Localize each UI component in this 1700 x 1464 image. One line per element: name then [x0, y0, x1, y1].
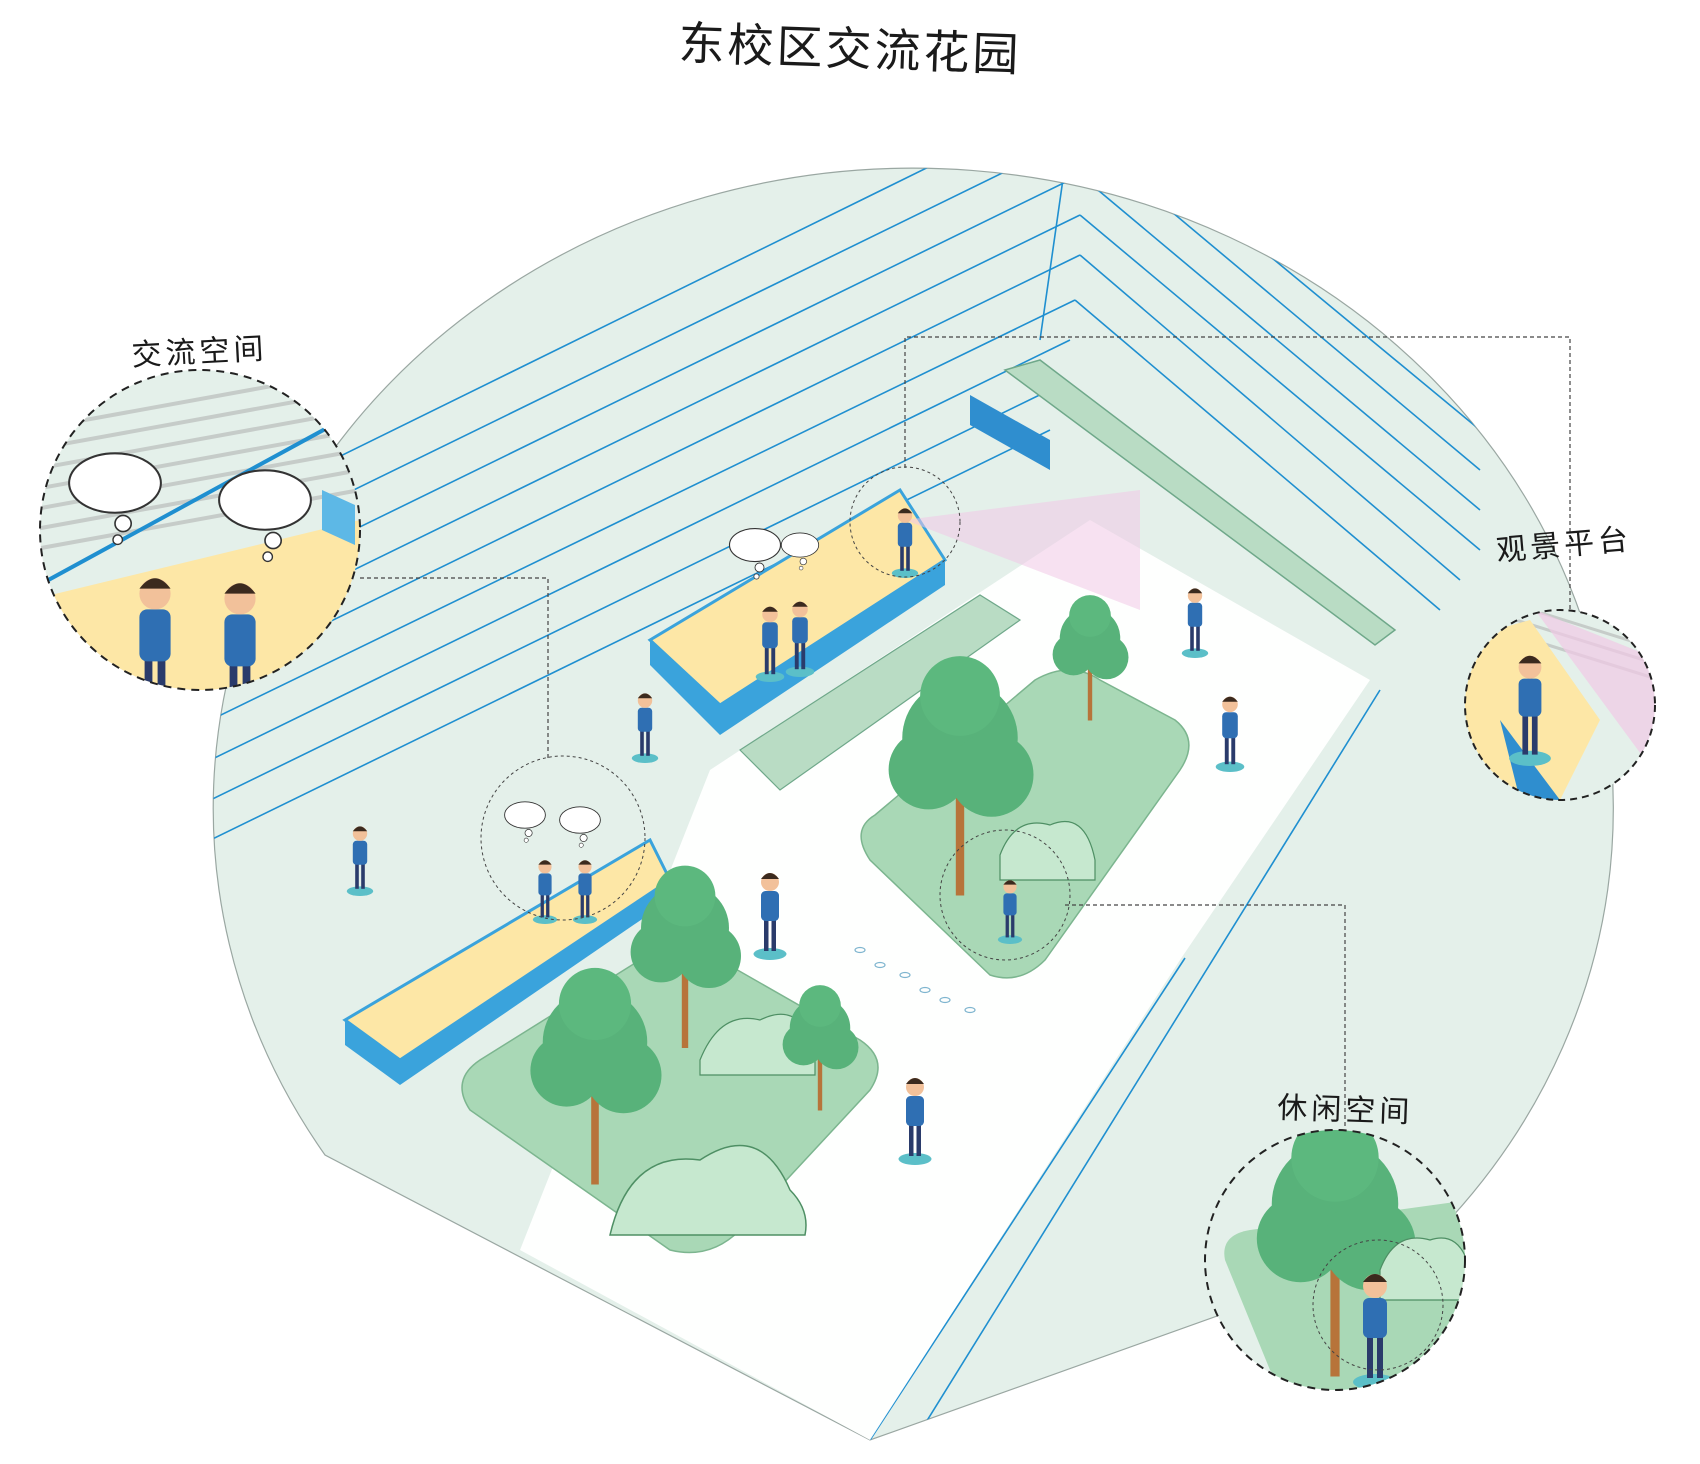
garden-bed-right [860, 669, 1190, 979]
callout-communication [39, 369, 361, 691]
leader-lines [360, 336, 1571, 1128]
upper-planter [1003, 359, 1397, 646]
label-leisure-space: 休闲空间 [1277, 1091, 1414, 1131]
under-deck-planter [739, 594, 1022, 791]
view-cone [905, 490, 1140, 610]
footprint-trail [854, 946, 976, 1014]
label-communication-space: 交流空间 [131, 331, 269, 373]
focus-circle-communication [480, 755, 646, 921]
upper-wall [970, 395, 1050, 470]
focus-circle-leisure [939, 829, 1071, 961]
lower-deck-edge [345, 880, 670, 1085]
callout-leisure [1204, 1129, 1466, 1391]
diagram-title: 东校区交流花园 [678, 16, 1023, 82]
bush [999, 820, 1096, 881]
bush [609, 1144, 807, 1236]
